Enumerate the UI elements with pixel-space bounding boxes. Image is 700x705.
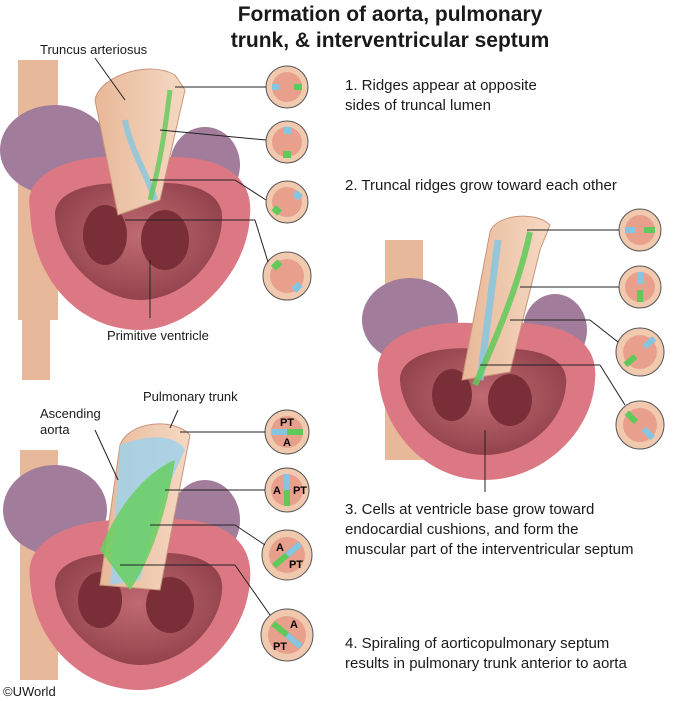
label-pt-3b: PT (293, 485, 307, 497)
cross-section-1c (265, 180, 309, 224)
step-3: 3. Cells at ventricle base grow toward e… (345, 501, 634, 558)
label-a-3a: A (283, 437, 291, 449)
cross-section-2c (615, 327, 665, 377)
step-1: 1. Ridges appear at opposite sides of tr… (345, 77, 537, 114)
label-truncus-arteriosus: Truncus arteriosus (40, 42, 148, 57)
heart-stage-2 (362, 215, 596, 480)
label-pulmonary-trunk: Pulmonary trunk (143, 389, 238, 404)
cross-section-1d (262, 251, 312, 301)
cross-section-3a: PT A (264, 409, 310, 455)
cross-section-2a (618, 208, 662, 252)
label-pt-3c: PT (289, 559, 303, 571)
heart-stage-1 (0, 60, 251, 380)
cross-section-3c: A PT (261, 529, 313, 581)
cross-section-1a (265, 65, 309, 109)
cross-section-3b: A PT (264, 467, 310, 513)
cross-section-2d (615, 400, 665, 450)
step-2: 2. Truncal ridges grow toward each other (345, 177, 617, 194)
truncus-arteriosus (94, 68, 186, 216)
cross-section-1b (265, 120, 309, 164)
label-pt-3d: PT (273, 641, 287, 653)
label-a-3d: A (290, 619, 298, 631)
cross-sections-stage-2 (615, 208, 665, 450)
label-aorta: aorta (40, 422, 70, 437)
cross-section-3d: A PT (260, 608, 314, 662)
heart-stage-3 (3, 423, 251, 690)
copyright-text: ©UWorld (3, 684, 56, 699)
label-a-3b: A (273, 485, 281, 497)
diagram-title: Formation of aorta, pulmonary trunk, & i… (230, 3, 550, 52)
label-pt-3a: PT (280, 417, 294, 429)
leader-lines (94, 57, 626, 616)
cross-section-2b (618, 265, 662, 309)
cross-sections-stage-3: PT A A PT A PT A PT (260, 409, 314, 662)
label-ascending: Ascending (40, 406, 101, 421)
cross-sections-stage-1 (262, 65, 312, 301)
label-a-3c: A (276, 542, 284, 554)
step-4: 4. Spiraling of aorticopulmonary septum … (345, 635, 627, 672)
label-primitive-ventricle: Primitive ventricle (107, 328, 209, 343)
